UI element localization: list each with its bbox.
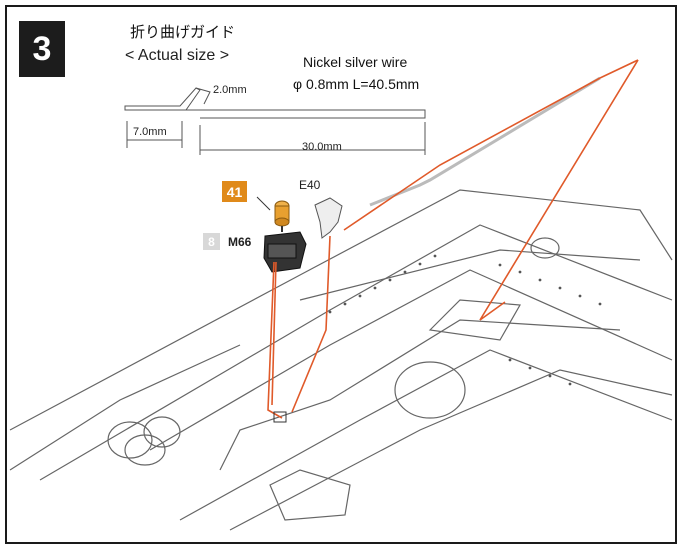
long-leg-dimension: 30.0mm — [302, 141, 342, 153]
e40-part — [314, 197, 343, 239]
part-8-badge: 8 — [203, 233, 220, 250]
e40-label: E40 — [299, 178, 321, 192]
page-frame — [5, 5, 677, 544]
part-41-badge: 41 — [222, 181, 247, 202]
wire-spec-label: φ 0.8mm L=40.5mm — [293, 76, 420, 92]
bend-guide-drawing — [124, 87, 426, 155]
short-leg-dimension: 7.0mm — [133, 126, 167, 138]
leader-lines — [256, 59, 639, 419]
mount-slot — [273, 411, 287, 423]
bend-guide-title: 折り曲げガイド — [130, 23, 236, 41]
actual-size-label: < Actual size > — [125, 47, 230, 64]
part-41-knob — [274, 200, 290, 232]
m66-part — [263, 231, 307, 273]
step-number-badge: 3 — [19, 21, 65, 77]
m66-label: M66 — [228, 235, 252, 249]
hull-body — [9, 189, 673, 531]
rivet-dots — [328, 254, 602, 386]
bend-dimension: 2.0mm — [213, 84, 247, 96]
wire-name-label: Nickel silver wire — [303, 54, 408, 70]
